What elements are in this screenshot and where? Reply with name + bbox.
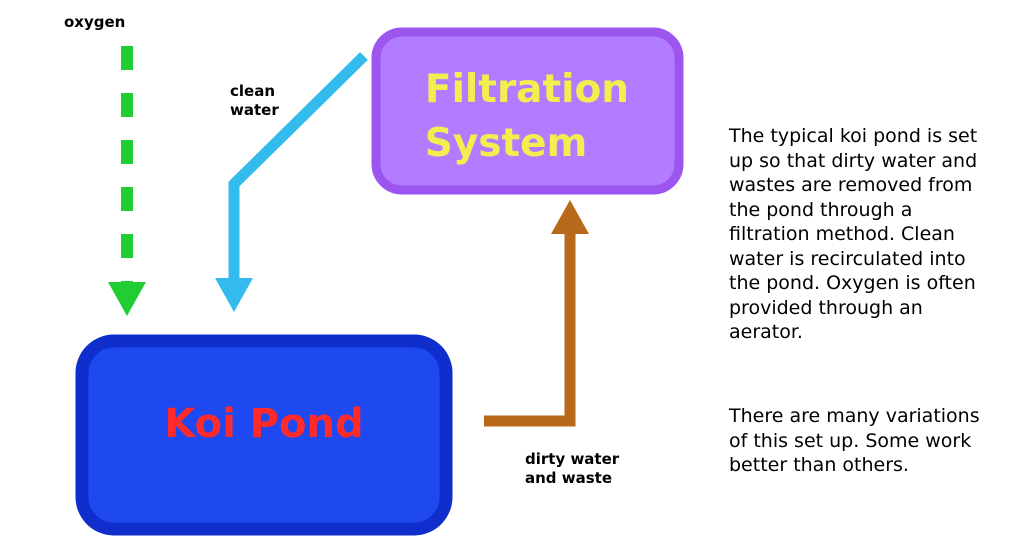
description-line: the pond. Oxygen is often xyxy=(729,272,976,294)
dirty-water-label-line1: dirty water xyxy=(525,450,620,468)
clean-water-arrow-head xyxy=(215,278,253,312)
description-line: provided through an xyxy=(729,296,923,319)
description-line: water is recirculated into xyxy=(729,247,966,270)
filtration-title-line1: Filtration xyxy=(425,67,629,112)
koi-pond-box: Koi Pond xyxy=(75,334,453,536)
filtration-title-line2: System xyxy=(425,121,587,166)
dirty-water-arrow-shaft xyxy=(484,232,576,427)
description-line: better than others. xyxy=(729,454,909,476)
description-line: of this set up. Some work xyxy=(729,429,972,452)
oxygen-arrow xyxy=(108,46,146,316)
clean-water-label-line2: water xyxy=(230,101,279,119)
clean-water-arrow-shaft xyxy=(228,52,368,280)
description-line: aerator. xyxy=(729,321,803,343)
dirty-water-arrow xyxy=(484,200,589,427)
dirty-water-label-line2: and waste xyxy=(525,469,613,487)
description-line: The typical koi pond is set xyxy=(729,125,978,147)
description-line: There are many variations xyxy=(729,405,980,427)
filtration-system-box: Filtration System xyxy=(371,27,684,195)
clean-water-label: clean water xyxy=(230,82,279,120)
dirty-water-arrow-head xyxy=(551,200,589,234)
description-line: up so that dirty water and xyxy=(729,149,978,172)
description-line: wastes are removed from xyxy=(729,174,973,196)
description-line: the pond through a xyxy=(729,198,913,221)
oxygen-label: oxygen xyxy=(64,13,126,31)
description-paragraph-2: There are many variations of this set up… xyxy=(729,404,1009,478)
clean-water-arrow xyxy=(215,52,368,312)
description-paragraph-1: The typical koi pond is set up so that d… xyxy=(729,124,1009,345)
dirty-water-label: dirty water and waste xyxy=(525,450,619,488)
description-line: filtration method. Clean xyxy=(729,223,955,245)
koi-pond-title: Koi Pond xyxy=(164,401,363,447)
oxygen-arrow-head xyxy=(108,282,146,316)
clean-water-label-line1: clean xyxy=(230,82,276,100)
